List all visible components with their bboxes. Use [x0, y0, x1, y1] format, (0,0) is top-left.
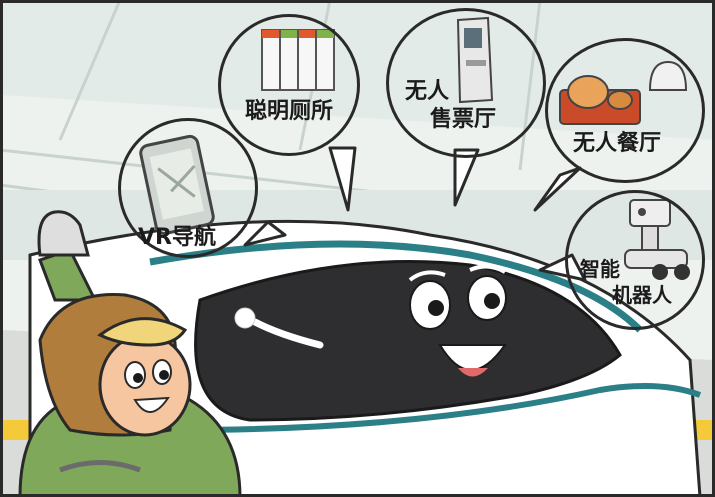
- label-robot-line2: 机器人: [612, 283, 672, 307]
- label-vr-navigation: VR导航: [138, 225, 216, 250]
- bubble-smart-toilet: [218, 14, 360, 156]
- bubble-unmanned-ticket: [386, 8, 546, 158]
- train-face: [408, 264, 507, 377]
- boy-character: [18, 210, 242, 497]
- label-unmanned-restaurant: 无人餐厅: [573, 131, 662, 156]
- bubble-tails: [243, 146, 587, 282]
- label-ticket-line1: 无人: [405, 79, 450, 104]
- train-window: [194, 260, 622, 422]
- bubble-vr-navigation: [118, 118, 258, 258]
- train-arm: [234, 307, 324, 349]
- label-robot-line1: 智能: [580, 257, 620, 281]
- label-smart-toilet: 聪明厕所: [245, 99, 334, 124]
- bubble-unmanned-restaurant: [545, 38, 705, 183]
- label-ticket-line2: 售票厅: [430, 107, 497, 132]
- bubble-smart-robot: [565, 190, 705, 330]
- train-lower-stripe: [179, 383, 702, 433]
